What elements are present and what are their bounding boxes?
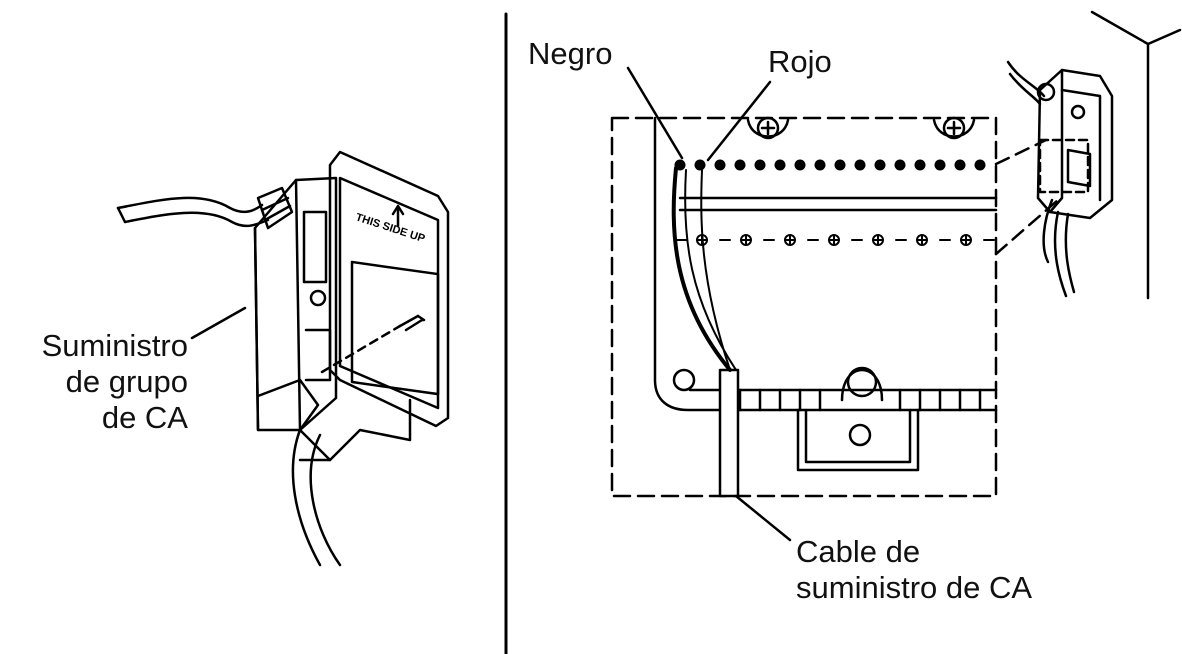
- left-label: Suministro de grupo de CA: [8, 328, 188, 436]
- left-leader-line: [190, 306, 247, 340]
- detail-frame: [610, 116, 998, 498]
- cable-label-line2: suministro de CA: [796, 570, 1033, 605]
- cover-text: THIS SIDE UP: [354, 211, 426, 245]
- terminal-symbols: [675, 234, 995, 246]
- negro-leader-line: [626, 66, 684, 160]
- zoom-line-top: [994, 138, 1048, 166]
- negro-label: Negro: [528, 36, 613, 71]
- rojo-label: Rojo: [768, 44, 832, 79]
- rojo-leader-line: [706, 80, 772, 162]
- black-wire: [671, 166, 732, 372]
- left-label-line3: de CA: [101, 400, 188, 435]
- left-label-line1: Suministro: [41, 328, 188, 363]
- supply-cable-sleeve: [718, 368, 740, 498]
- cable-label: Cable de suministro de CA: [796, 534, 1032, 606]
- red-wire: [700, 169, 731, 371]
- left-label-line2: de grupo: [65, 364, 188, 399]
- wall-mounted-device: [1006, 10, 1182, 300]
- terminal-dots: [674, 159, 986, 171]
- cable-leader-line: [734, 494, 792, 542]
- terminal-detail: [610, 116, 998, 498]
- cable-label-line1: Cable de: [796, 534, 921, 569]
- power-supply-box: [116, 176, 412, 567]
- open-cover: [320, 150, 450, 428]
- lower-cable: [291, 428, 322, 567]
- incoming-cable: [116, 196, 264, 214]
